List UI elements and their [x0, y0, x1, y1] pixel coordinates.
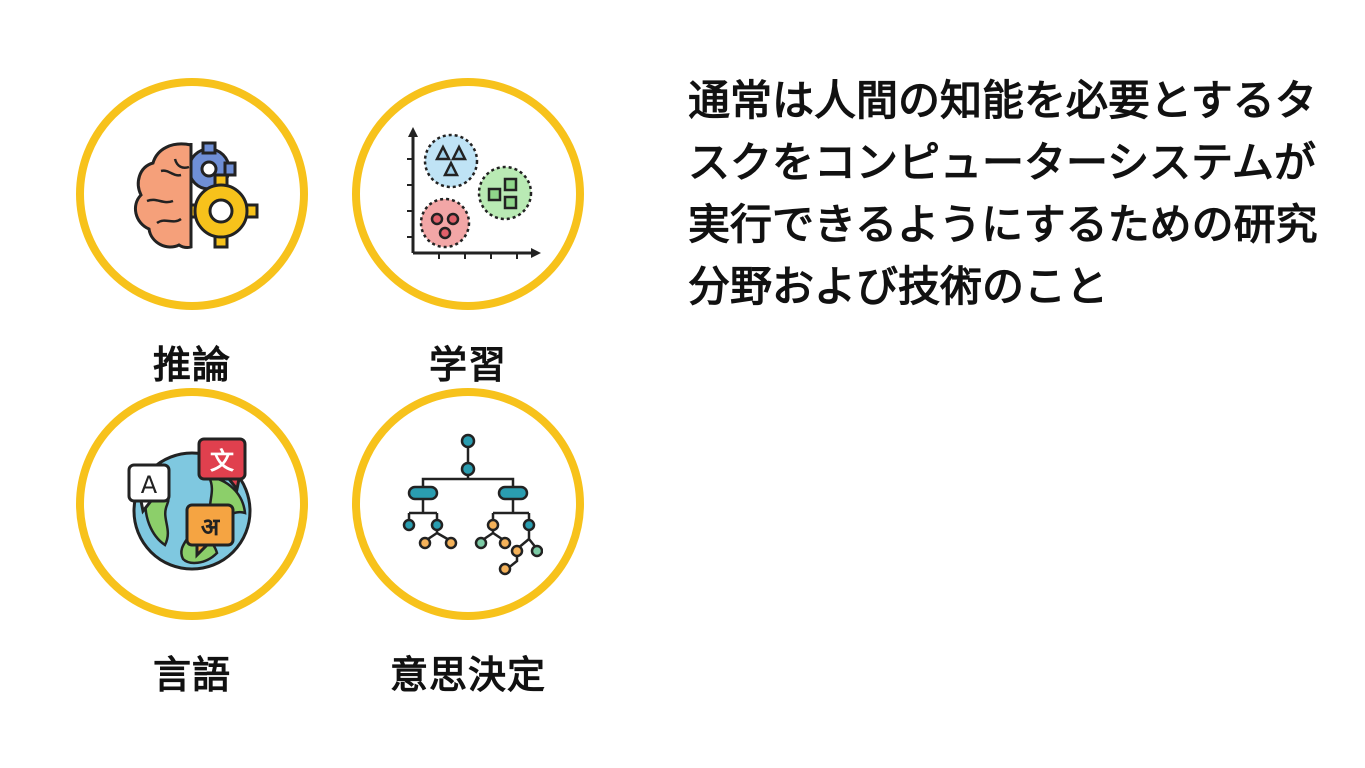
icon-ring: [352, 388, 584, 620]
tile-learning: 学習: [352, 78, 584, 389]
brain-gears-icon: [133, 141, 259, 249]
icon-ring: [76, 78, 308, 310]
decision-tree-icon: [402, 433, 543, 576]
clustering-chart-icon: [407, 127, 541, 259]
tile-language: A 文 अ 言語: [76, 388, 308, 699]
tile-label: 意思決定: [389, 653, 546, 697]
chinese-glyph: 文: [210, 447, 235, 475]
icon-ring: [352, 78, 584, 310]
tile-label: 推論: [152, 343, 231, 387]
hindi-glyph: अ: [201, 513, 221, 541]
globe-translation-icon: A 文 अ: [127, 437, 252, 571]
tile-label: 学習: [428, 343, 507, 387]
latin-glyph: A: [141, 471, 158, 499]
tile-label: 言語: [152, 653, 231, 697]
ai-definition-text: 通常は人間の知能を必要とするタスクをコンピューターシステムが実行できるようにする…: [688, 76, 1318, 311]
tile-decision: 意思決定: [352, 388, 584, 699]
tile-reasoning: 推論: [76, 78, 308, 389]
icon-ring: A 文 अ: [76, 388, 308, 620]
